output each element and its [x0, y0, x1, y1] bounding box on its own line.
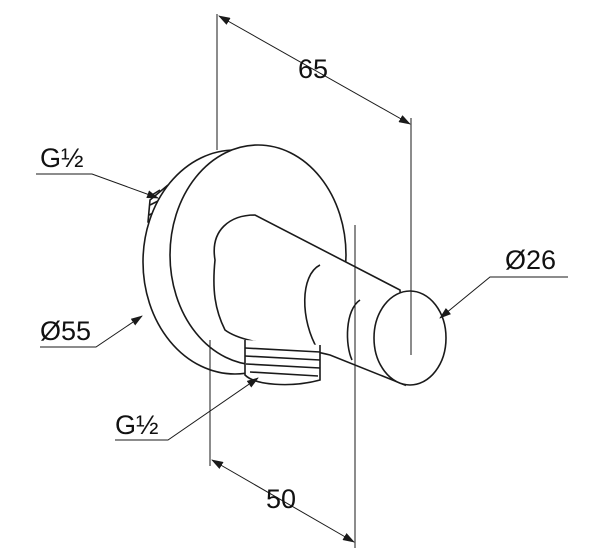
- plate-diameter-label: Ø55: [40, 316, 92, 346]
- thread-label-inlet: G½: [40, 143, 84, 173]
- leader-g-inlet: [36, 173, 159, 199]
- thread-label-outlet: G½: [115, 410, 159, 440]
- leader-d26: [439, 276, 568, 319]
- dimension-label-50: 50: [266, 484, 297, 514]
- dimension-label-65: 65: [298, 54, 329, 84]
- leader-g-outlet: [115, 377, 259, 441]
- extension-lines: [209, 14, 412, 548]
- cap: [373, 290, 447, 386]
- dimension-line-65: [218, 15, 411, 125]
- cap-diameter-label: Ø26: [505, 245, 557, 275]
- leader-d55: [40, 315, 143, 348]
- outlet-thread: [244, 340, 321, 386]
- dimension-line-50: [211, 459, 355, 543]
